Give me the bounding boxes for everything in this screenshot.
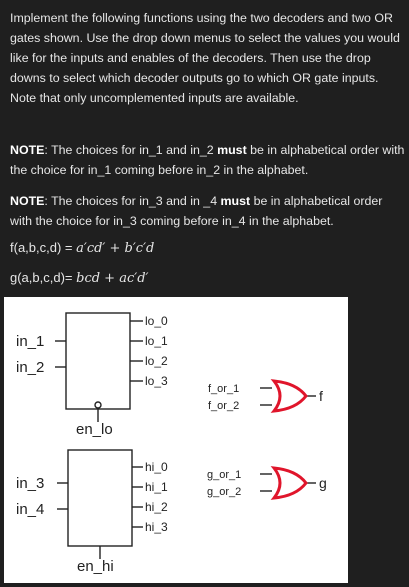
function-f-expression: a′cd′ + b′c′d bbox=[76, 241, 155, 256]
decoder-lo-input-label: in_2 bbox=[16, 359, 44, 376]
decoder-hi-input-label: in_4 bbox=[16, 501, 44, 518]
note-alphabetical-in3-in4: NOTE: The choices for in_3 and in _4 mus… bbox=[10, 191, 405, 231]
gate-g-output-label: g bbox=[319, 475, 327, 491]
note-alphabetical-in1-in2: NOTE: The choices for in_1 and in_2 must… bbox=[10, 140, 405, 180]
decoder-hi-output-label: hi_3 bbox=[145, 520, 168, 534]
enable-lo-bubble bbox=[94, 401, 102, 409]
decoder-lo-box bbox=[65, 312, 131, 410]
decoder-lo-enable-label: en_lo bbox=[76, 421, 113, 438]
function-g-label: g(a,b,c,d)= bbox=[10, 270, 77, 285]
decoder-hi-input-label: in_3 bbox=[16, 475, 44, 492]
function-g: g(a,b,c,d)= bcd + ac′d′ bbox=[10, 268, 405, 289]
circuit-diagram: in_1 in_2 lo_0 lo_1 lo_2 lo_3 en_lo in_3… bbox=[4, 297, 348, 583]
decoder-lo-output-label: lo_2 bbox=[145, 354, 168, 368]
function-f-label: f(a,b,c,d) = bbox=[10, 240, 77, 255]
decoder-hi-enable-label: en_hi bbox=[77, 558, 114, 575]
instructions-text: Implement the following functions using … bbox=[10, 11, 400, 105]
gate-f-input-label: f_or_1 bbox=[208, 383, 239, 395]
decoder-hi-output-label: hi_0 bbox=[145, 460, 168, 474]
note-label: NOTE bbox=[10, 143, 45, 157]
note-text: be in alphabetical order with the choice… bbox=[10, 194, 383, 228]
decoder-lo-input-label: in_1 bbox=[16, 333, 44, 350]
note-emphasis: must bbox=[220, 194, 251, 208]
gate-g-input-label: g_or_1 bbox=[207, 469, 241, 481]
gate-g-input-label: g_or_2 bbox=[207, 486, 241, 498]
gate-f-output-label: f bbox=[319, 388, 323, 404]
decoder-hi-output-label: hi_2 bbox=[145, 500, 168, 514]
note-label: NOTE bbox=[10, 194, 45, 208]
or-gate-g bbox=[270, 466, 308, 500]
note-emphasis: must bbox=[217, 143, 247, 157]
decoder-lo-output-label: lo_1 bbox=[145, 334, 168, 348]
or-gate-f bbox=[270, 379, 308, 413]
decoder-hi-box bbox=[67, 449, 133, 547]
decoder-lo-output-label: lo_0 bbox=[145, 314, 168, 328]
note-text: : The choices for in_3 and in _4 bbox=[44, 194, 221, 208]
note-text: : The choices for in_1 and in_2 bbox=[44, 143, 218, 157]
function-g-expression: bcd + ac′d′ bbox=[76, 271, 149, 286]
function-f: f(a,b,c,d) = a′cd′ + b′c′d bbox=[10, 238, 405, 259]
decoder-lo-output-label: lo_3 bbox=[145, 374, 168, 388]
gate-f-input-label: f_or_2 bbox=[208, 400, 239, 412]
note-text: be in alphabetical order with the choice… bbox=[10, 143, 405, 177]
decoder-hi-output-label: hi_1 bbox=[145, 480, 168, 494]
